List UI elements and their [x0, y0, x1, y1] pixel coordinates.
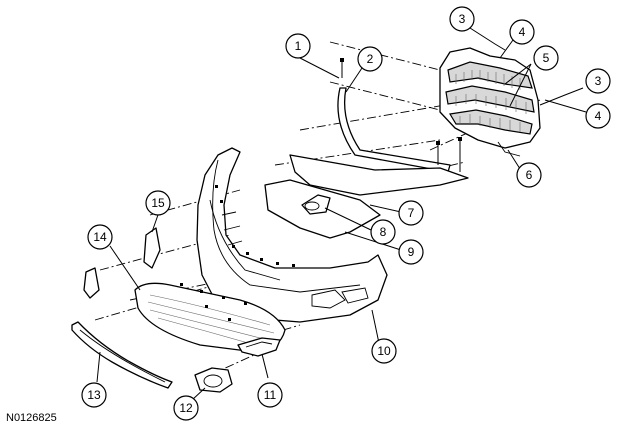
callout-1-label: 1 [295, 39, 302, 53]
callout-4-upper-label: 4 [519, 25, 526, 39]
callout-3-upper-label: 3 [459, 12, 466, 26]
callout-6-label: 6 [526, 168, 533, 182]
grille-assembly [439, 47, 541, 157]
callout-9-label: 9 [408, 245, 415, 259]
callout-11: 11 [257, 382, 283, 408]
push-pin [340, 58, 344, 78]
callout-5: 5 [533, 45, 559, 71]
lower-trim-panel [289, 137, 469, 196]
callout-14: 14 [87, 224, 113, 250]
callout-1: 1 [285, 33, 311, 59]
callout-3-lower: 3 [585, 68, 611, 94]
callout-7: 7 [398, 200, 424, 226]
callout-8: 8 [370, 219, 396, 245]
callout-4-upper: 4 [509, 19, 535, 45]
callout-3-upper: 3 [449, 6, 475, 32]
leader-lines [96, 27, 587, 401]
tow-eye-bracket [301, 194, 331, 215]
bumper-cover [196, 147, 388, 323]
callout-12: 12 [173, 395, 199, 421]
side-bracket [83, 227, 161, 299]
callout-13-label: 13 [87, 388, 101, 402]
fog-lamp [194, 367, 233, 393]
lower-molding [71, 321, 173, 389]
callout-13: 13 [81, 382, 107, 408]
callout-14-label: 14 [93, 230, 107, 244]
callout-5-label: 5 [543, 51, 550, 65]
callout-8-label: 8 [380, 225, 387, 239]
callout-6: 6 [516, 162, 542, 188]
upper-trim-bar [337, 87, 451, 173]
callout-15-label: 15 [151, 196, 165, 210]
callout-3-lower-label: 3 [595, 74, 602, 88]
callout-4-lower: 4 [585, 103, 611, 129]
callout-7-label: 7 [408, 206, 415, 220]
callout-12-label: 12 [179, 401, 193, 415]
fog-lamp-bezel [237, 337, 281, 357]
callout-2: 2 [357, 46, 383, 72]
grille-mounting-holes [180, 283, 247, 321]
callout-10-label: 10 [377, 344, 391, 358]
cover-mounting-holes [215, 185, 295, 267]
callout-15: 15 [145, 190, 171, 216]
lower-grille [134, 282, 286, 353]
callout-9: 9 [398, 239, 424, 265]
callout-10: 10 [371, 338, 397, 364]
callout-4-lower-label: 4 [595, 109, 602, 123]
figure-reference-code: N0126825 [6, 412, 57, 424]
callout-11-label: 11 [264, 388, 277, 402]
callout-2-label: 2 [367, 52, 374, 66]
